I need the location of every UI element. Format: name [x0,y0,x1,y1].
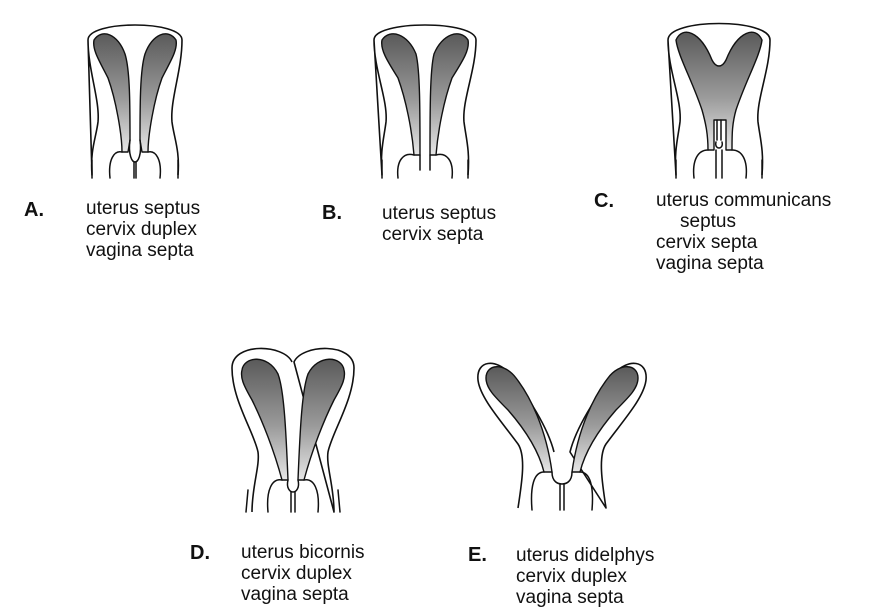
panel-b-line-1: uterus septus [382,203,496,224]
panel-b-description: uterus septus cervix septa [382,203,496,245]
panel-d-line-3: vagina septa [241,584,365,605]
panel-c-letter: C. [594,190,614,213]
panel-d-letter: D. [190,542,210,565]
panel-c-line-2: septus [656,211,831,232]
panel-a-line-1: uterus septus [86,198,200,219]
diagram-e-uterus-didelphys [472,332,652,512]
diagram-b-uterus-septus-cervix-septa [360,10,490,180]
panel-b-letter: B. [322,202,342,225]
panel-e-letter: E. [468,544,487,567]
panel-e-line-2: cervix duplex [516,566,654,587]
panel-e-description: uterus didelphys cervix duplex vagina se… [516,545,654,608]
panel-d-line-2: cervix duplex [241,563,365,584]
panel-d-line-1: uterus bicornis [241,542,365,563]
panel-b-line-2: cervix septa [382,224,496,245]
panel-a-letter: A. [24,199,44,222]
panel-d-description: uterus bicornis cervix duplex vagina sep… [241,542,365,605]
panel-c-line-1: uterus communicans [656,190,831,211]
panel-c-line-3: cervix septa [656,232,831,253]
panel-a-description: uterus septus cervix duplex vagina septa [86,198,200,261]
panel-e-line-3: vagina septa [516,587,654,608]
diagram-d-uterus-bicornis [228,340,358,515]
panel-c-line-4: vagina septa [656,253,831,274]
diagram-a-uterus-septus-cervix-duplex [70,10,200,180]
panel-e-line-1: uterus didelphys [516,545,654,566]
panel-a-line-2: cervix duplex [86,219,200,240]
panel-a-line-3: vagina septa [86,240,200,261]
panel-c-description: uterus communicans septus cervix septa v… [656,190,831,274]
diagram-c-uterus-communicans-septus [654,10,784,180]
